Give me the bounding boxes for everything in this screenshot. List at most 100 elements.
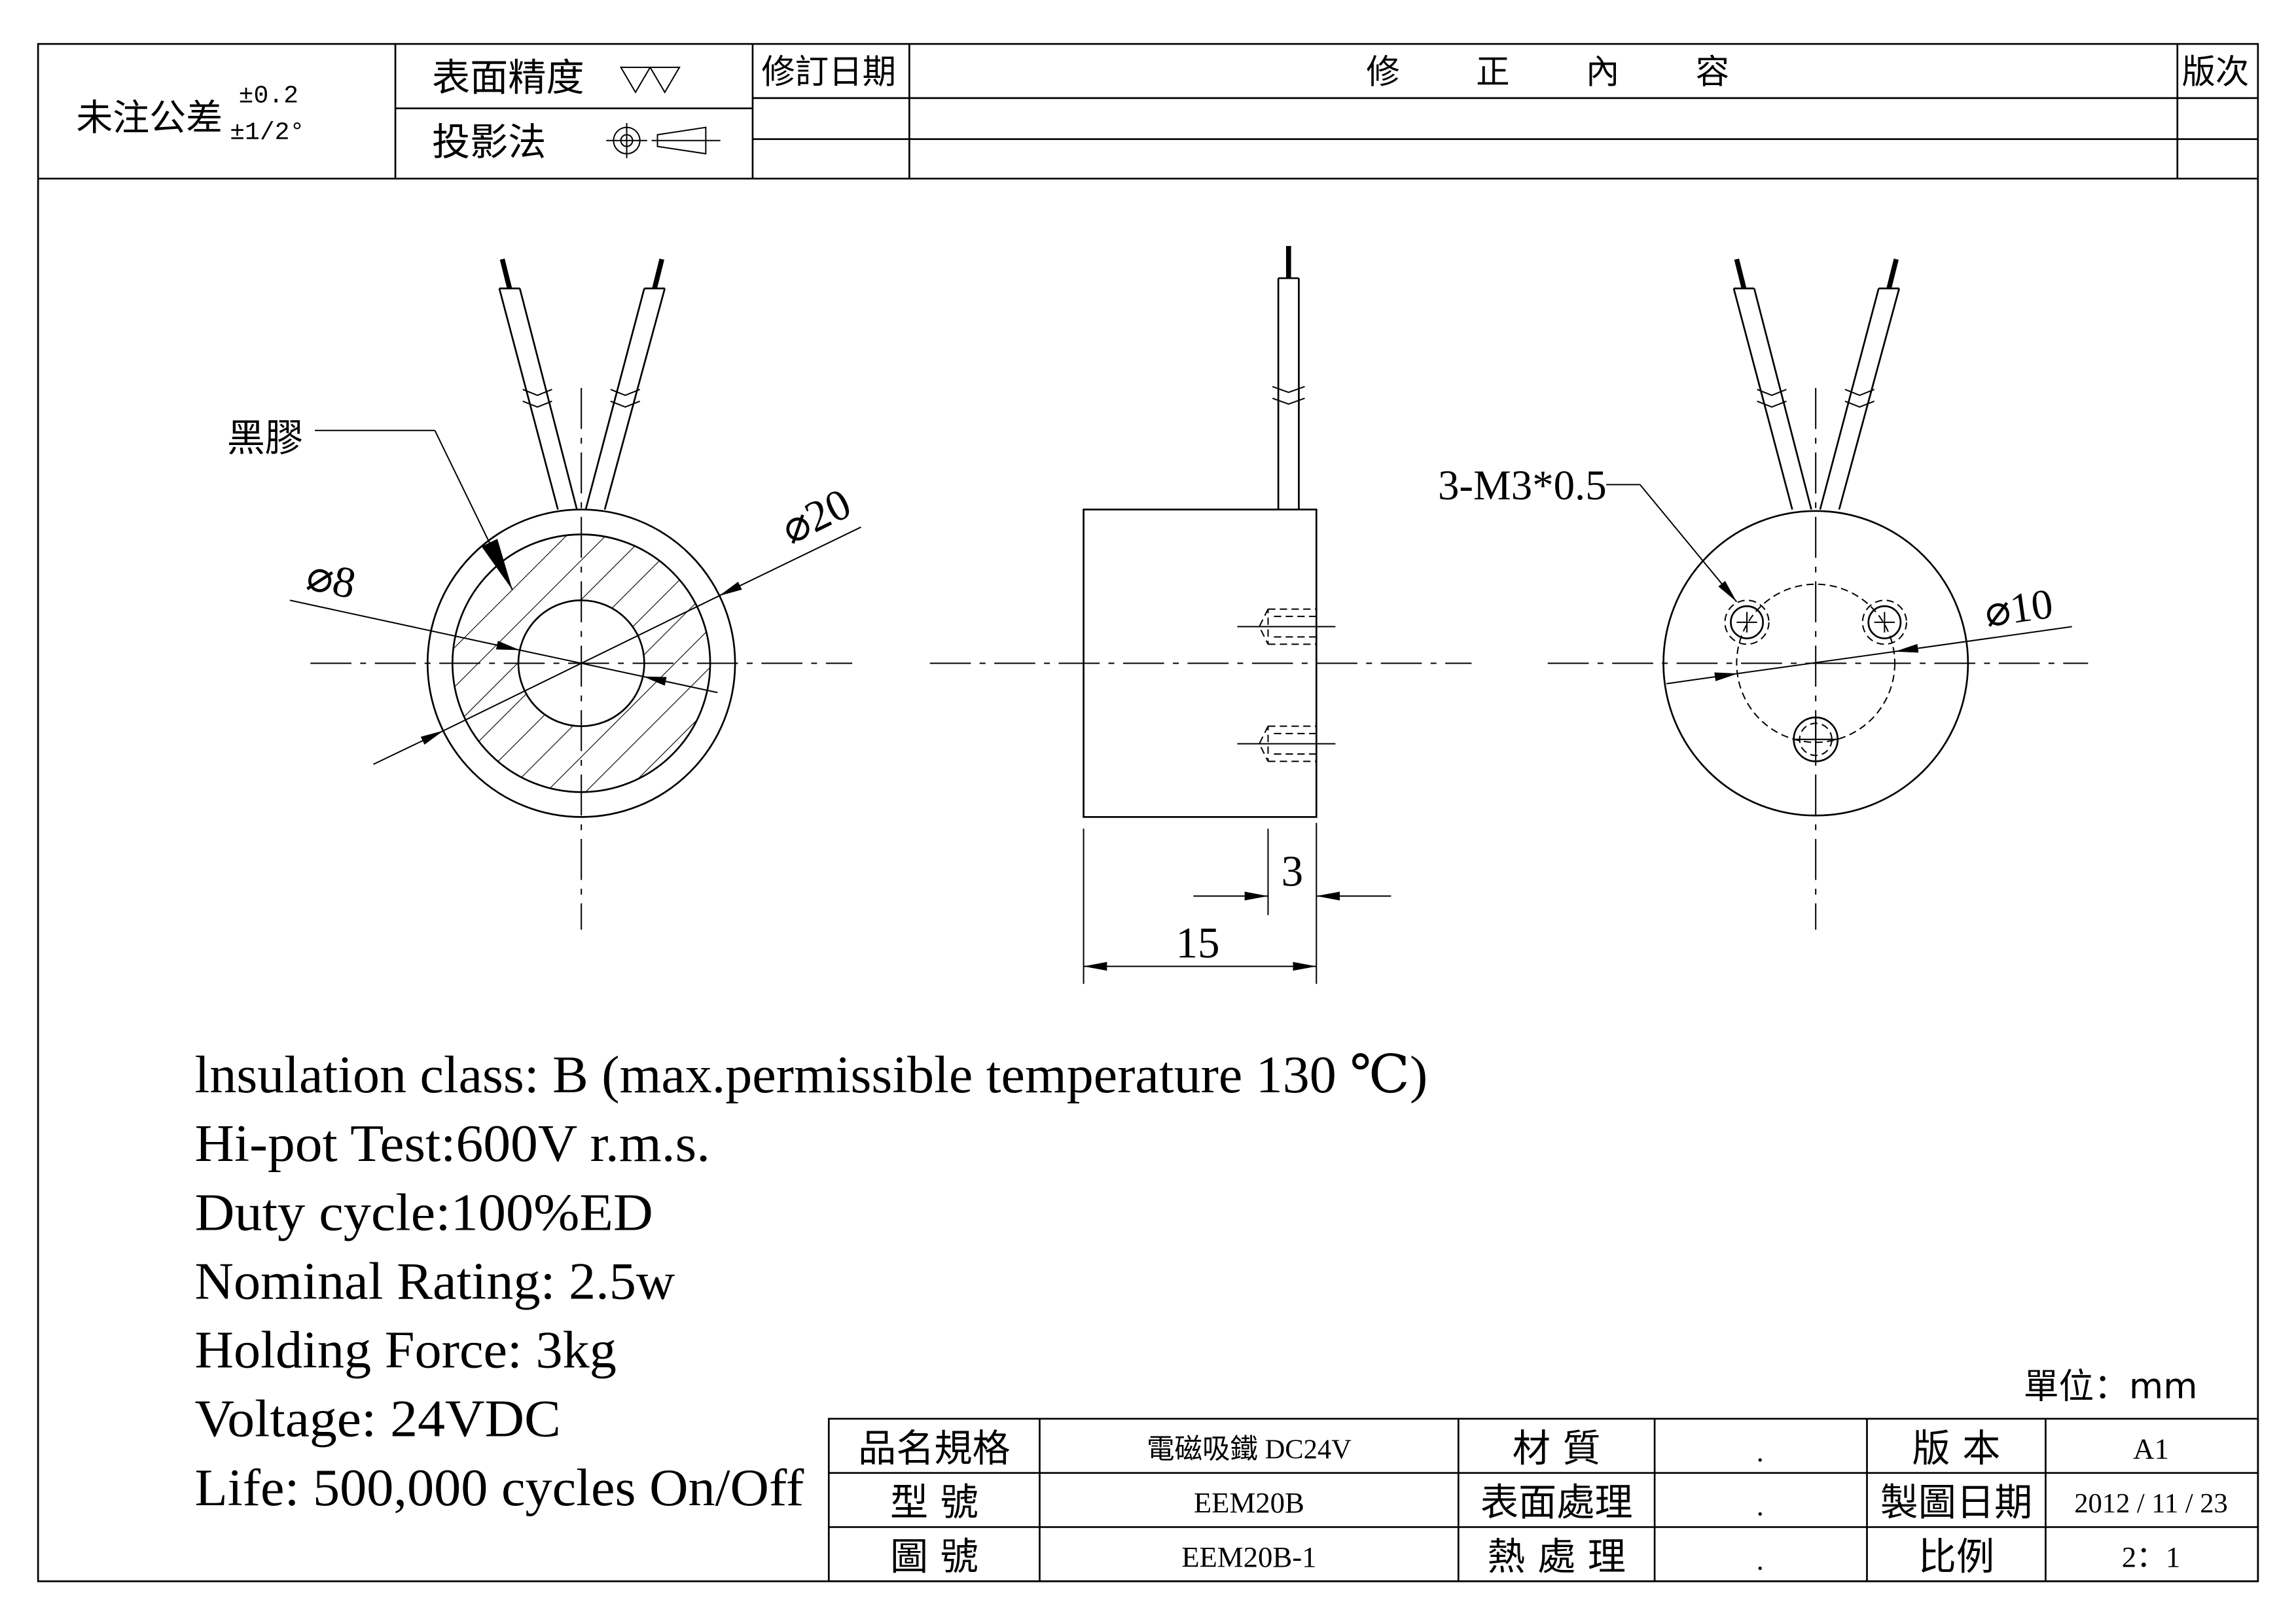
wire-edge xyxy=(498,288,559,510)
hole-minor-circle xyxy=(1867,605,1902,639)
hole-center-cross xyxy=(1736,612,1757,633)
rear-lead-wire-left xyxy=(1732,259,1812,510)
surface-treatment-value: . xyxy=(1757,1489,1764,1522)
hole-center-cross xyxy=(1793,717,1838,762)
mounting-hole-right xyxy=(1861,599,1907,645)
dimension-line-inner xyxy=(443,595,719,732)
wire-conductor-tip xyxy=(1734,259,1747,289)
dimension-line xyxy=(642,675,718,694)
product-name-label: 品名規格 xyxy=(858,1426,1011,1471)
hole-major-circle xyxy=(1724,599,1770,645)
surface-treatment-label: 表面處理 xyxy=(1480,1480,1633,1525)
product-name-value: 電磁吸鐵 DC24V xyxy=(1147,1434,1352,1465)
thread-callout-label: 3-M3*0.5 xyxy=(1438,462,1607,509)
wire-break-symbol xyxy=(522,389,552,408)
wire-break-symbol xyxy=(1272,385,1305,405)
pitch-diameter-label: ⌀10 xyxy=(1982,580,2056,637)
tolerance-label: 未注公差 xyxy=(76,97,223,139)
dimension-line xyxy=(719,526,861,597)
wire-edge xyxy=(518,288,578,510)
unit-label: 單位：mm xyxy=(2024,1366,2198,1407)
wire-break-symbol xyxy=(1757,389,1787,408)
thread-depth-dimension: 3 xyxy=(1193,829,1391,916)
hole-major-circle xyxy=(1861,599,1907,645)
dimension-line xyxy=(1894,626,2072,653)
projection-label: 投影法 xyxy=(432,120,546,164)
wire-edge xyxy=(603,288,666,510)
callout-leader xyxy=(434,430,513,591)
title-block: 品名規格 電磁吸鐵 DC24V 材 質 . 版 本 A1 型 號 EEM20B … xyxy=(827,1418,2259,1582)
specification-notes: lnsulation class: B (max.permissible tem… xyxy=(195,1046,1428,1517)
mounting-hole-left xyxy=(1724,599,1770,645)
rear-view: 3-M3*0.5 ⌀10 xyxy=(1438,259,2089,930)
spec-insulation: lnsulation class: B (max.permissible tem… xyxy=(195,1046,1428,1104)
spec-life: Life: 500,000 cycles On/Off xyxy=(195,1459,804,1517)
hole-center-cross xyxy=(1874,612,1895,633)
drawing-date-label: 製圖日期 xyxy=(1880,1480,2033,1525)
scale-value: 2：1 xyxy=(2122,1541,2180,1573)
revision-content-label: 修正內容 xyxy=(1366,53,1805,92)
wire-edge xyxy=(584,288,645,510)
threaded-hole-upper xyxy=(1237,608,1336,645)
body-length-label: 15 xyxy=(1176,918,1220,967)
thread-callout: 3-M3*0.5 xyxy=(1438,462,1738,603)
title-block-frame xyxy=(827,1418,2259,1582)
material-label: 材 質 xyxy=(1513,1426,1601,1471)
material-value: . xyxy=(1757,1435,1764,1468)
spec-hipot: Hi-pot Test:600V r.m.s. xyxy=(195,1115,711,1173)
core-diameter-dimension: ⌀8 xyxy=(289,550,718,694)
pitch-diameter-dimension: ⌀10 xyxy=(1666,580,2072,685)
callout-leader xyxy=(1639,484,1738,603)
front-lead-wire-left xyxy=(498,259,578,510)
wire-edge xyxy=(1819,288,1880,510)
drill-point xyxy=(1258,609,1269,645)
scale-label: 比例 xyxy=(1918,1534,1994,1578)
thread-depth-label: 3 xyxy=(1282,847,1304,896)
tolerance-angular: ±1/2° xyxy=(230,119,304,147)
version-value: A1 xyxy=(2133,1432,2169,1465)
wire-conductor-tip xyxy=(1886,259,1899,289)
core-diameter-label: ⌀8 xyxy=(302,550,360,609)
spec-nominal-rating: Nominal Rating: 2.5w xyxy=(195,1252,675,1310)
dimension-line xyxy=(289,599,520,651)
black-glue-hatch xyxy=(452,534,711,793)
drawing-date-value: 2012 / 11 / 23 xyxy=(2074,1488,2228,1519)
model-label: 型 號 xyxy=(890,1480,978,1525)
side-lead-wire xyxy=(1272,245,1305,510)
threaded-hole-lower xyxy=(1237,725,1336,762)
drawing-number-value: EEM20B-1 xyxy=(1181,1541,1316,1573)
black-glue-label: 黑膠 xyxy=(227,416,303,460)
heat-treatment-label: 熱 處 理 xyxy=(1487,1534,1625,1578)
projection-symbol-icon xyxy=(606,122,721,158)
tolerance-linear: ±0.2 xyxy=(239,82,298,111)
outer-diameter-label: ⌀20 xyxy=(774,478,859,554)
drawing-number-label: 圖 號 xyxy=(890,1534,978,1578)
wire-edge xyxy=(1753,288,1812,510)
revision-header: 未注公差 ±0.2 ±1/2° 表面精度 投影法 修訂日期 修正內容 版次 xyxy=(38,44,2258,180)
wire-break-symbol xyxy=(610,389,641,408)
spec-holding-force: Holding Force: 3kg xyxy=(195,1321,617,1380)
version-label: 版 本 xyxy=(1912,1426,2001,1471)
heat-treatment-value: . xyxy=(1757,1543,1764,1576)
wire-edge xyxy=(1838,288,1901,510)
dimension-line-inner xyxy=(1738,651,1895,675)
revision-date-label: 修訂日期 xyxy=(761,53,896,92)
wire-conductor-tip xyxy=(499,259,512,289)
dimension-line xyxy=(1666,672,1738,685)
surface-finish-icon xyxy=(619,66,681,94)
front-lead-wire-right xyxy=(584,259,666,510)
wire-break-symbol xyxy=(1844,389,1875,408)
body-length-dimension: 15 xyxy=(1083,823,1318,984)
projection-cone xyxy=(656,126,707,155)
black-glue-callout: 黑膠 xyxy=(227,416,513,591)
front-view: 黑膠 ⌀8 ⌀20 xyxy=(227,259,861,930)
rear-lead-wire-right xyxy=(1819,259,1901,510)
wire-conductor-tip xyxy=(652,259,664,289)
mounting-hole-bottom xyxy=(1793,716,1839,762)
spec-duty-cycle: Duty cycle:100%ED xyxy=(195,1183,653,1241)
dimension-line xyxy=(373,730,444,765)
surface-finish-label: 表面精度 xyxy=(432,56,584,100)
hole-minor-circle xyxy=(1730,605,1764,639)
side-view: 3 15 xyxy=(929,245,1472,984)
